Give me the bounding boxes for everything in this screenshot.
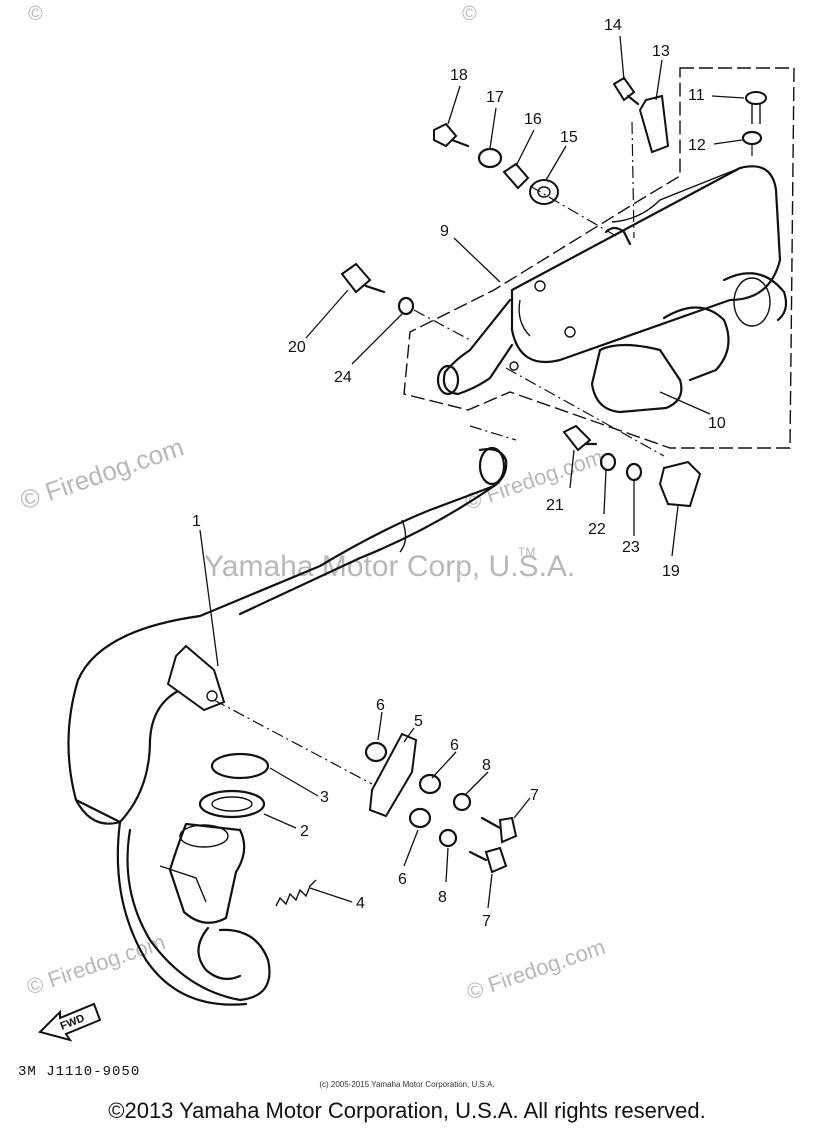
washer-8 (452, 792, 472, 812)
callout-24: 24 (334, 369, 352, 386)
bolt-14 (612, 76, 640, 106)
callout-7: 7 (482, 913, 491, 930)
washer-6 (364, 741, 388, 763)
screw-11 (745, 91, 767, 124)
collar-16 (502, 162, 530, 190)
assembly-line (469, 425, 517, 441)
washer-6 (418, 773, 442, 795)
assembly-line (413, 309, 471, 341)
bolt-20 (340, 262, 386, 294)
watermark-site-faint: © Firedog.com (463, 934, 608, 1005)
callout-19: 19 (662, 563, 680, 580)
callout-9: 9 (440, 223, 449, 240)
callout-20: 20 (288, 339, 306, 356)
washer-23 (625, 462, 643, 482)
callout-8: 8 (482, 757, 491, 774)
callout-7: 7 (530, 787, 539, 804)
muffler-group-outline (403, 67, 795, 449)
bolt-21 (562, 424, 598, 452)
watermark-tm: TM (518, 545, 535, 559)
callout-8: 8 (438, 889, 447, 906)
callout-4: 4 (356, 895, 365, 912)
callout-6: 6 (398, 871, 407, 888)
small-copyright: (c) 2005-2015 Yamaha Motor Corporation, … (319, 1080, 495, 1089)
bracket-19 (658, 460, 702, 508)
bolt-7 (480, 816, 518, 844)
callout-23: 23 (622, 539, 640, 556)
callout-22: 22 (588, 521, 606, 538)
leader-lines (199, 35, 745, 909)
callout-labels: 1 2 3 4 5 6 6 6 7 7 8 8 9 10 11 12 13 14… (192, 17, 726, 930)
callout-3: 3 (320, 789, 329, 806)
bolt-7 (468, 846, 508, 874)
watermark-main: Yamaha Motor Corp, U.S.A. (204, 550, 575, 583)
callout-11: 11 (688, 87, 705, 104)
pipe-bracket (166, 644, 226, 712)
callout-6: 6 (376, 697, 385, 714)
callout-6: 6 (450, 737, 459, 754)
callout-21: 21 (546, 497, 564, 514)
callout-17: 17 (486, 89, 504, 106)
callout-13: 13 (652, 43, 670, 60)
callout-14: 14 (604, 17, 622, 34)
assembly-line (505, 367, 665, 457)
watermark-site: © Firedog.com (16, 432, 187, 516)
joint-and-gasket (159, 752, 270, 924)
callout-10: 10 (708, 415, 726, 432)
exhaust-pipe (67, 446, 508, 1006)
washer-8 (438, 828, 458, 848)
watermark-site-faint: © Firedog.com (23, 929, 168, 1000)
washer-6 (408, 807, 432, 829)
washer-24 (397, 296, 415, 316)
assembly-line (529, 185, 617, 237)
o-ring (210, 752, 270, 780)
bolt-18 (433, 122, 470, 148)
callout-5: 5 (414, 713, 423, 730)
watermark-mark: © (28, 3, 43, 25)
fwd-arrow: FWD (38, 1002, 102, 1042)
callout-16: 16 (524, 111, 542, 128)
bracket-13 (638, 94, 670, 154)
callout-15: 15 (560, 129, 578, 146)
callout-2: 2 (300, 823, 309, 840)
muffler-body (436, 165, 782, 396)
assembly-line (213, 699, 373, 785)
footer-copyright: ©2013 Yamaha Motor Corporation, U.S.A. A… (108, 1098, 706, 1123)
watermark-mark: © (462, 3, 477, 25)
silencer-core (590, 272, 788, 414)
assembly-line (631, 121, 635, 239)
washer-17 (477, 147, 503, 169)
washer-22 (599, 452, 617, 472)
diagram-code: 3M J1110-9050 (18, 1064, 141, 1080)
callout-1: 1 (192, 513, 201, 530)
washer-12 (741, 130, 763, 146)
callout-18: 18 (450, 67, 468, 84)
exhaust-spring (275, 879, 317, 907)
callout-12: 12 (688, 137, 706, 154)
stay-5 (368, 732, 418, 818)
